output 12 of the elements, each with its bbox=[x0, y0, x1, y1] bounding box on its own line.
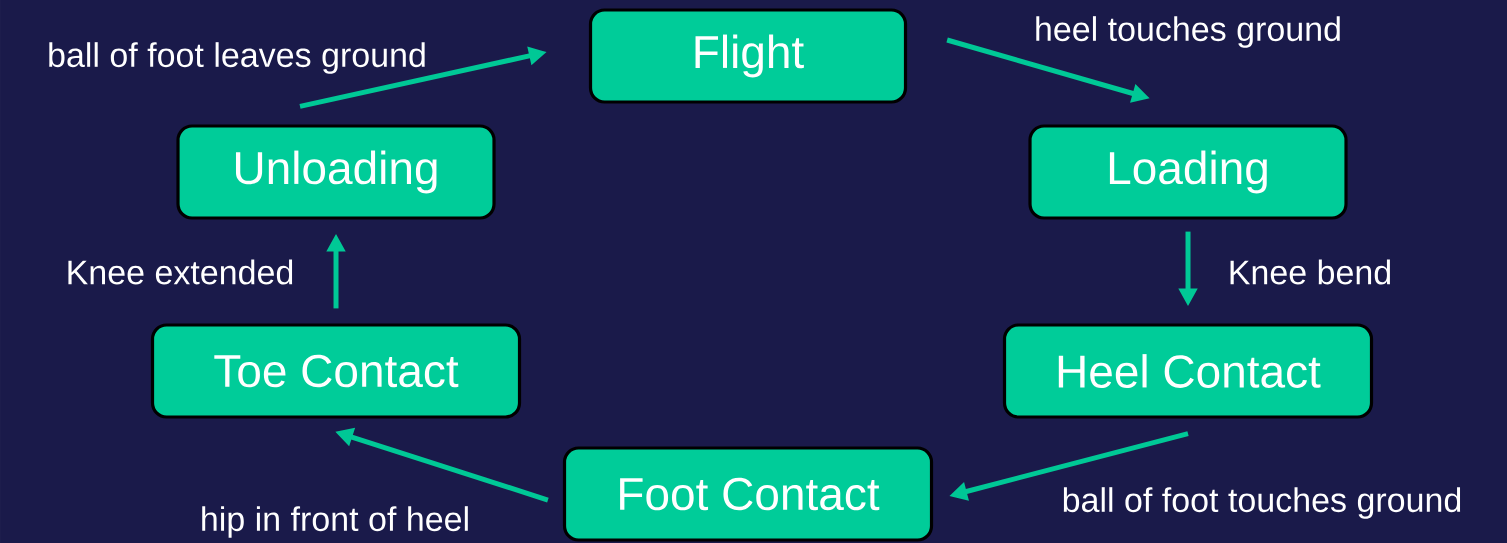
edge-label: ball of foot leaves ground bbox=[49, 42, 425, 74]
edge-label: Knee extended bbox=[68, 259, 293, 285]
edge-label: heel touches ground bbox=[1036, 16, 1340, 48]
edge-label: hip in front of heel bbox=[202, 506, 468, 538]
state-box: Heel Contact bbox=[1002, 323, 1374, 419]
state-box: Foot Contact bbox=[562, 446, 934, 542]
state-box: Toe Contact bbox=[150, 323, 522, 419]
edge-label: ball of foot touches ground bbox=[1063, 487, 1461, 519]
state-box: Flight bbox=[588, 8, 908, 104]
state-box: Unloading bbox=[176, 124, 496, 220]
state-box: Loading bbox=[1028, 124, 1348, 220]
edge-label: Knee bend bbox=[1230, 259, 1390, 285]
